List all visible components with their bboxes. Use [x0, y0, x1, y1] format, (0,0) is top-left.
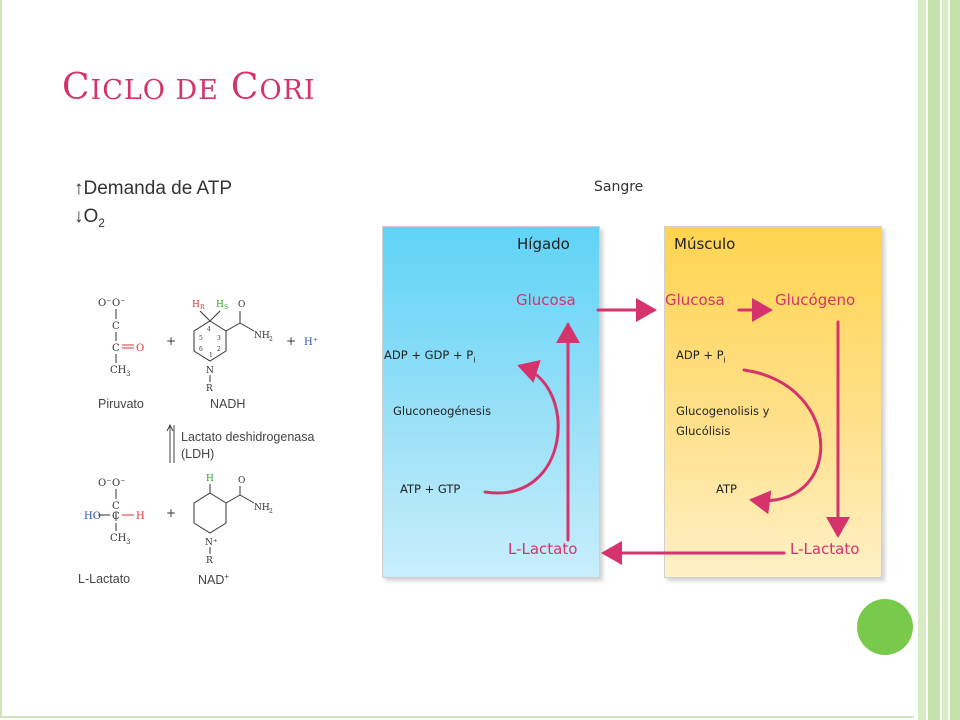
- chem-label: 6: [199, 346, 203, 353]
- chem-label: H: [136, 511, 145, 522]
- muscle-adp-text: ADP + P: [676, 348, 724, 362]
- chem-label: H: [216, 300, 224, 310]
- chem-label: 3: [126, 370, 130, 378]
- nadh-structure: H R H S 4 5 3 6 2 1 O NH 2 N R: [192, 300, 273, 394]
- piruvato-label: Piruvato: [98, 397, 144, 411]
- nad-text: NAD: [198, 573, 225, 588]
- chem-label: 2: [217, 346, 221, 353]
- stripe: [942, 0, 948, 720]
- chem-label: O: [136, 343, 144, 354]
- glycolysis-label: Glucólisis: [676, 424, 731, 438]
- chem-label: C: [112, 343, 120, 354]
- muscle-energy-arrow: [742, 368, 823, 515]
- chem-plus: +: [166, 506, 176, 520]
- title-rest-2: ORI: [259, 75, 316, 106]
- nad-structure: H O NH 2 N⁺ R: [193, 474, 273, 566]
- blood-label: Sangre: [594, 179, 644, 195]
- stripe: [918, 0, 926, 720]
- liver-energy-arrow: [483, 360, 560, 495]
- chem-label: R: [206, 556, 213, 566]
- chem-label: O⁻: [98, 298, 111, 309]
- muscle-lactate-label: L-Lactato: [790, 540, 860, 558]
- chem-label: C: [112, 511, 120, 522]
- muscle-glucose-label: Glucosa: [665, 291, 725, 309]
- liver-lactate-label: L-Lactato: [508, 540, 578, 558]
- nad-charge: +: [224, 572, 230, 581]
- chem-label: 4: [207, 326, 211, 333]
- chem-label: O: [238, 300, 245, 310]
- chem-label: 5: [199, 335, 203, 342]
- chem-label: CH: [110, 365, 127, 376]
- enzyme-abbr-label: (LDH): [181, 447, 215, 461]
- chem-label: O⁻: [98, 478, 111, 489]
- muscle-pi-subscript: i: [723, 355, 726, 365]
- liver-atp-gtp-label: ATP + GTP: [400, 482, 461, 496]
- oxygen-text: ↓O2: [74, 206, 105, 230]
- chem-label: C: [112, 501, 120, 512]
- liver-adp-gdp-text: ADP + GDP + P: [384, 348, 474, 362]
- liver-glucose-label: Glucosa: [516, 291, 576, 309]
- title-rest-1: ICLO DE: [90, 75, 219, 106]
- chem-label: CH: [110, 533, 127, 544]
- chem-plus: +: [166, 334, 176, 348]
- chem-label: NH: [254, 331, 270, 341]
- chem-label: R: [206, 384, 213, 394]
- ldh-reaction-diagram: O⁻ O⁻ C C O CH 3 + H R H S 4 5 3 6 2 1 O…: [84, 298, 318, 566]
- chem-plus: +: [286, 334, 296, 348]
- title-initial-2: C: [230, 67, 260, 108]
- chem-label: 2: [269, 336, 273, 343]
- chem-label: 3: [126, 538, 130, 546]
- muscle-title: Músculo: [674, 235, 736, 253]
- chem-label: O⁻: [112, 298, 125, 309]
- muscle-glycogen-label: Glucógeno: [775, 291, 856, 309]
- chem-label: N: [206, 366, 214, 376]
- decorative-circle: [857, 599, 913, 655]
- title-initial-1: C: [62, 67, 91, 108]
- lactato-label: L-Lactato: [78, 572, 131, 586]
- muscle-adp-label: ADP + Pi: [676, 348, 726, 364]
- chem-label: NH: [254, 503, 270, 513]
- stripe: [928, 0, 940, 720]
- chem-label: 1: [209, 352, 213, 359]
- decorative-stripes: [918, 0, 960, 720]
- oxygen-label: ↓O: [74, 206, 99, 227]
- slide-border: [0, 0, 914, 718]
- gluconeogenesis-label: Gluconeogénesis: [393, 404, 492, 418]
- liver-pi-subscript: i: [473, 355, 476, 365]
- oxygen-subscript: 2: [98, 215, 105, 230]
- stripe: [950, 0, 960, 720]
- chem-label: HO: [84, 511, 101, 522]
- pyruvate-structure: O⁻ O⁻ C C O CH 3: [98, 298, 144, 378]
- liver-adp-gdp-label: ADP + GDP + Pi: [384, 348, 475, 364]
- chem-label: 2: [269, 508, 273, 515]
- chem-label: R: [200, 304, 205, 311]
- chem-label: O⁻: [112, 478, 125, 489]
- chem-label: S: [224, 304, 228, 311]
- chem-label: N⁺: [205, 538, 218, 548]
- chem-label: H⁺: [304, 337, 318, 348]
- muscle-atp-label: ATP: [716, 482, 737, 496]
- liver-title: Hígado: [517, 235, 570, 253]
- chem-label: C: [112, 321, 120, 332]
- atp-demand-text: ↑Demanda de ATP: [74, 178, 233, 199]
- enzyme-label: Lactato deshidrogenasa: [181, 430, 315, 444]
- nad-label: NAD+: [198, 572, 229, 587]
- nadh-label: NADH: [210, 397, 246, 411]
- chem-label: O: [238, 476, 245, 486]
- chem-label: H: [206, 474, 214, 484]
- lactate-structure: O⁻ O⁻ C HO C H CH 3: [84, 478, 145, 546]
- liver-box: [382, 226, 600, 578]
- chem-label: H: [192, 300, 200, 310]
- glycogenolysis-label: Glucogenolisis y: [676, 404, 770, 418]
- chem-label: 3: [217, 335, 221, 342]
